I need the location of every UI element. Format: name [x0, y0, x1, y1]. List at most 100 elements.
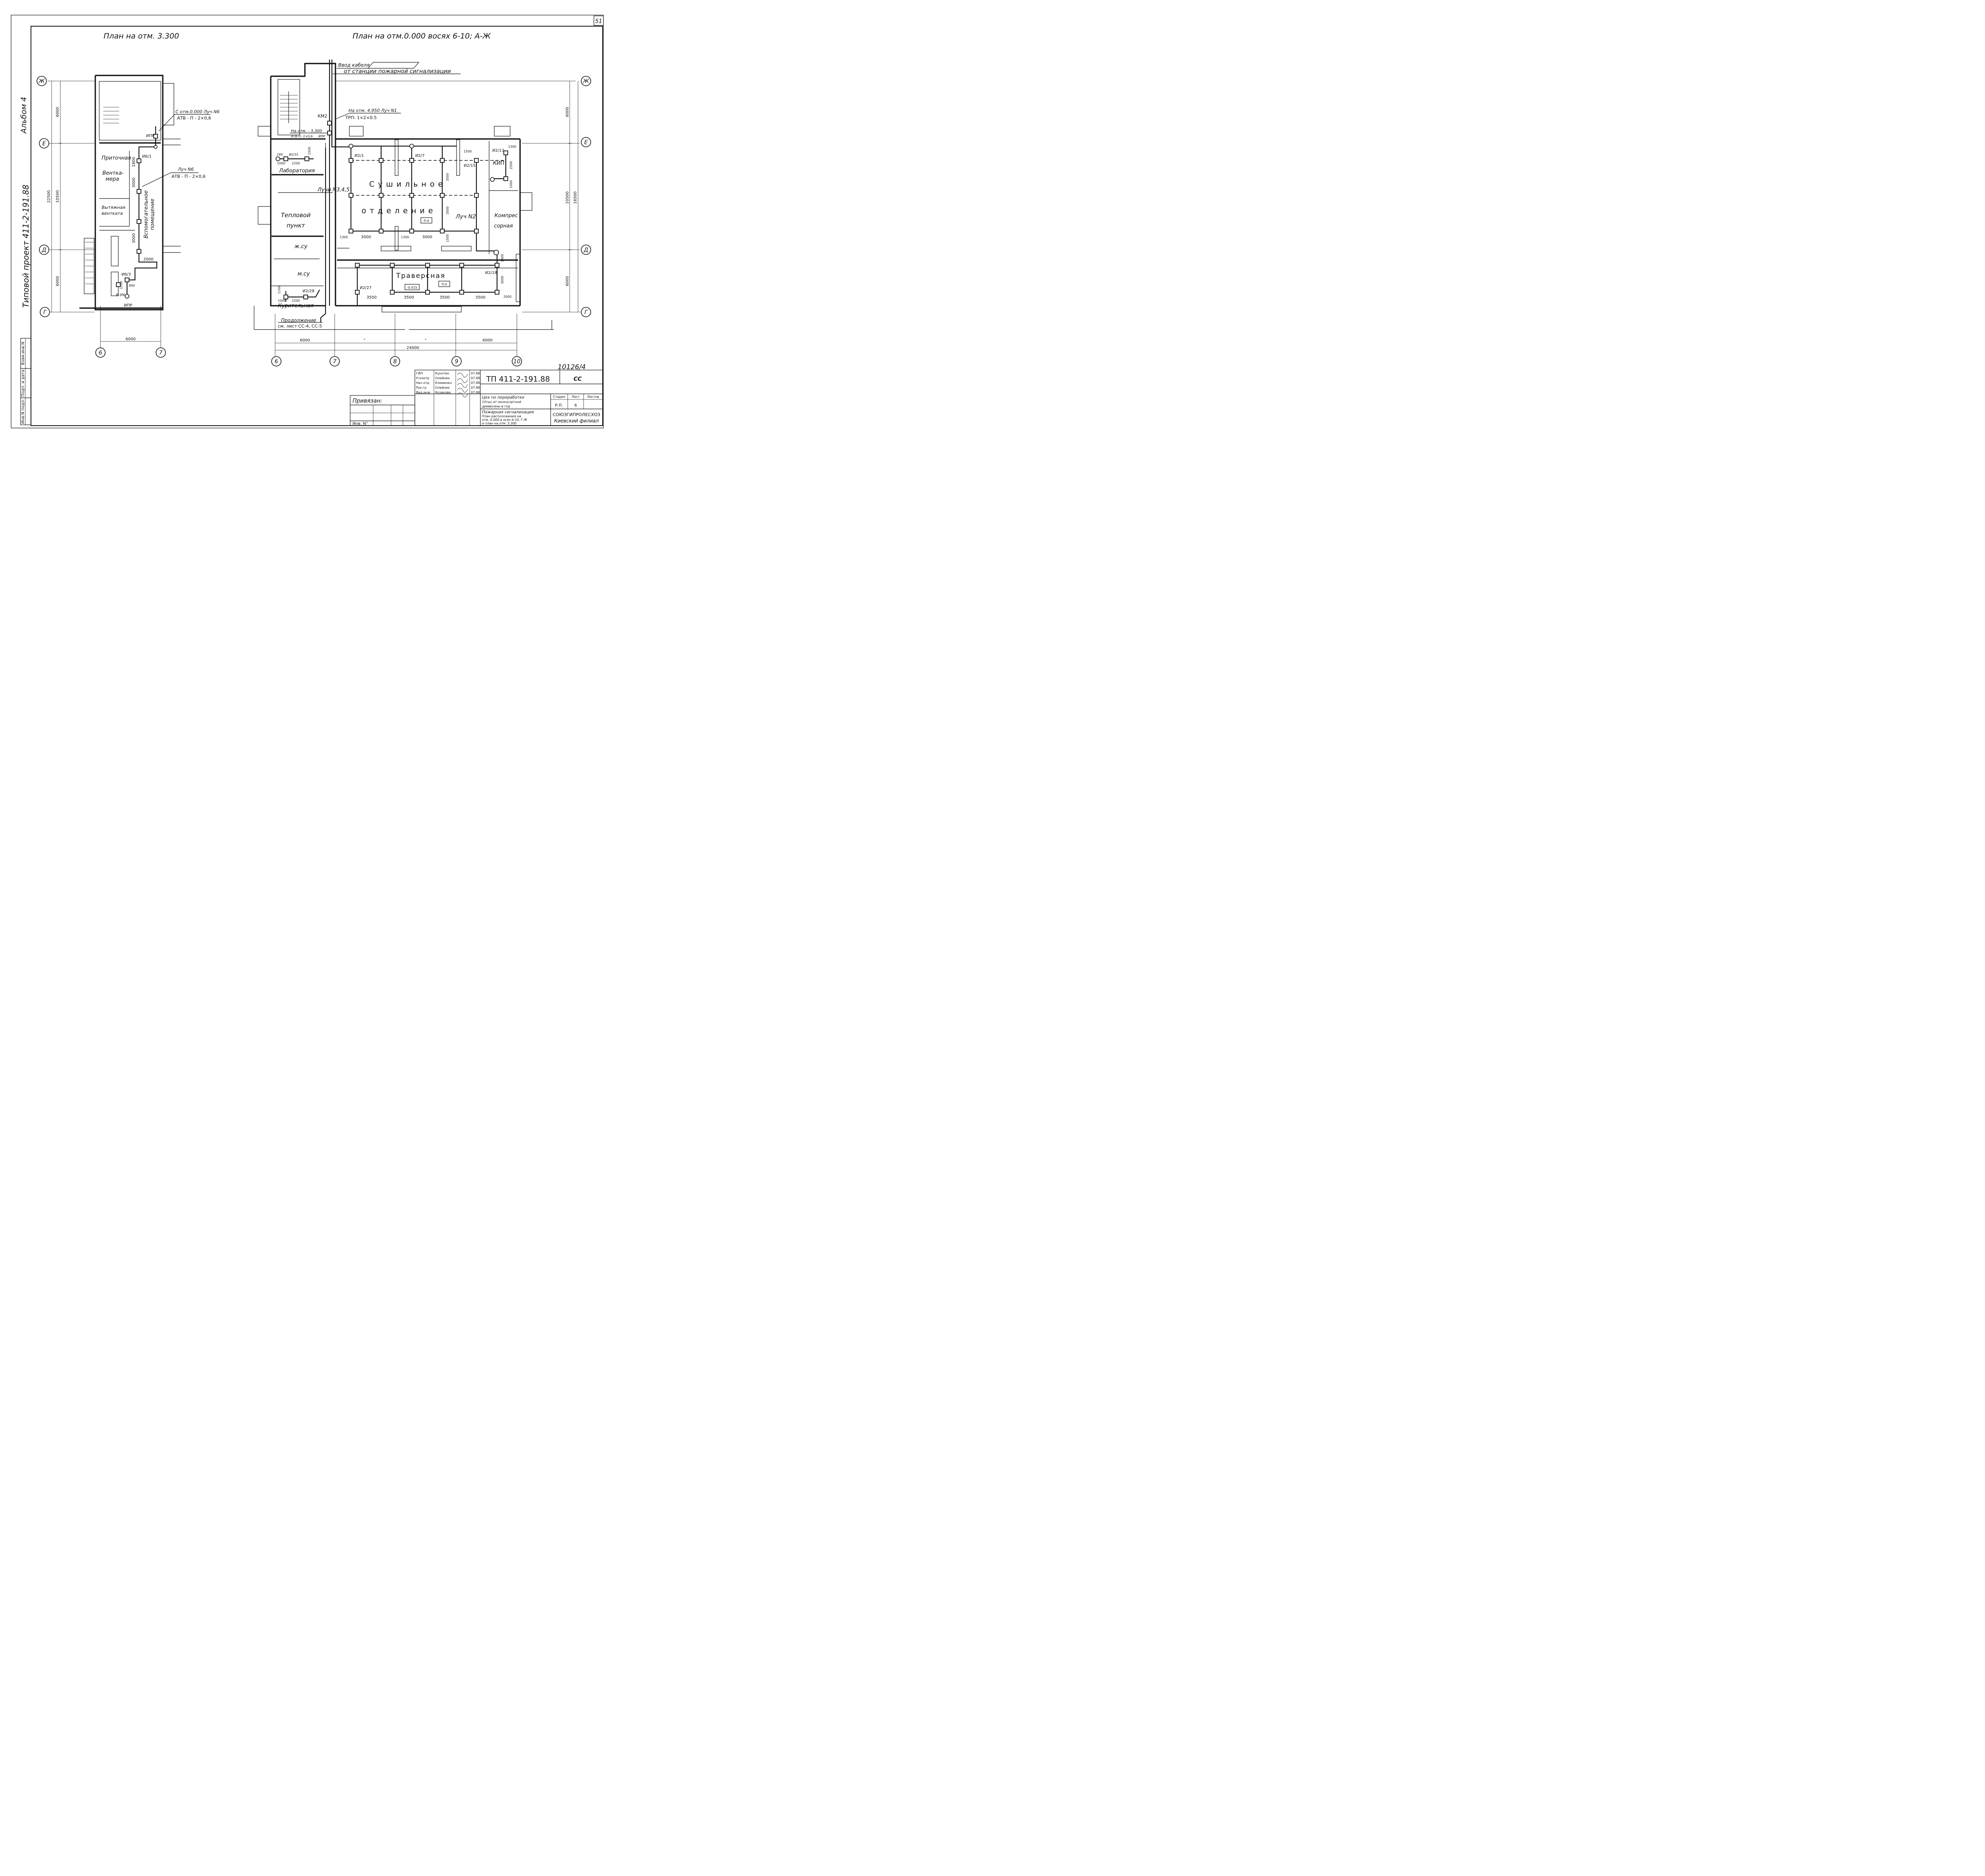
svg-text:7: 7: [333, 359, 337, 365]
detector-d3: [440, 158, 445, 163]
stamp-org-1: СОЮЗГИПРОЛЕСХОЗ: [553, 412, 600, 417]
room-sush-1: Сушильное: [369, 180, 446, 189]
stamp-names: Кукотин Олейник Клименко Олейник Козаков…: [435, 372, 452, 394]
sheet-frame: 51: [11, 15, 604, 428]
left-detector-mid: [137, 189, 141, 194]
stamp-code: ТП 411-2-191.88: [486, 375, 550, 384]
room-pritochnaya: Приточная: [102, 155, 131, 161]
detector-tr3: [425, 263, 430, 268]
svg-text:3000: 3000: [422, 235, 432, 239]
svg-text:С отм.0.000 Луч N6: С отм.0.000 Луч N6: [175, 109, 220, 114]
right-plan-axes: [275, 81, 580, 357]
left-dim-10500: 10500: [56, 190, 60, 203]
detector-r2c: [409, 193, 414, 198]
svg-text:3500: 3500: [366, 295, 376, 300]
left-detector-i6-1: [137, 158, 141, 163]
svg-text:1300: 1300: [401, 235, 409, 239]
detector-tr8: [459, 290, 464, 295]
detector-r3c: [409, 229, 414, 233]
svg-text:1400: 1400: [501, 254, 504, 262]
label-i2-31: И2/31: [289, 153, 299, 156]
left-label-i6-1: И6/1: [142, 154, 152, 159]
tag-p2-trav: П-II: [438, 281, 450, 287]
svg-text:АТВ - П - 2×0,6: АТВ - П - 2×0,6: [177, 116, 211, 121]
svg-text:1000: 1000: [509, 180, 513, 188]
svg-text:АТВ-П- 2×0,6: АТВ-П- 2×0,6: [291, 135, 313, 138]
detector-i2-13: [503, 150, 508, 155]
detector-tr4: [459, 263, 464, 268]
right-stair-hatch: [280, 91, 298, 123]
right-dim-bottom-3: ": [425, 338, 427, 343]
svg-text:3500: 3500: [446, 206, 449, 214]
left-detector-i6-3: [125, 278, 129, 282]
detector-tr2: [390, 263, 395, 268]
detector-km2: [327, 121, 332, 125]
svg-text:1500: 1500: [446, 234, 449, 242]
left-plan-walls: [79, 75, 181, 310]
svg-text:ГИП: ГИП: [416, 372, 423, 375]
svg-text:На отм. 4.950 Луч N1: На отм. 4.950 Луч N1: [349, 108, 397, 113]
label-i2-7: И2/7: [415, 154, 425, 158]
stamp-inv-no: Инв. N°: [353, 422, 368, 426]
svg-text:2200: 2200: [292, 299, 300, 303]
left-detector-d: [137, 249, 141, 254]
label-i2-13: И2/13: [492, 148, 504, 153]
svg-text:ИПР: ИПР: [318, 135, 325, 138]
svg-text:2000: 2000: [503, 295, 511, 299]
svg-text:07.88: 07.88: [471, 381, 480, 385]
svg-text:3000: 3000: [501, 276, 504, 284]
room-m-su: м.су: [298, 271, 310, 277]
left-dim-outer: 22500: [47, 190, 51, 203]
svg-text:АТВ - П - 2×0,6: АТВ - П - 2×0,6: [172, 174, 206, 179]
stamp-sheet-2: План расположения на: [482, 415, 521, 418]
detector-tr6: [390, 290, 395, 295]
right-axis-bubble-10: 10: [512, 356, 522, 366]
detector-i2-15: [474, 158, 479, 163]
room-teplo-2: пункт: [287, 222, 306, 229]
detector-kip-manual: [490, 177, 495, 182]
left-plan-axes: [48, 81, 161, 348]
svg-text:-0.415: -0.415: [407, 286, 417, 289]
label-km2: КМ2: [318, 114, 327, 119]
detector-kip: [503, 176, 508, 181]
stamp-lists-hdr: Листов: [587, 395, 599, 399]
tag-level: -0.415: [405, 284, 420, 290]
svg-text:Е: Е: [584, 139, 588, 146]
svg-text:Г: Г: [584, 309, 588, 316]
stamp-dates: 07.88 07.88 07.88 07.88 07.88: [471, 372, 480, 394]
detector-2uk: [276, 156, 280, 161]
label-i2-1: И2/1: [355, 154, 364, 158]
album-label: Альбом 4: [19, 97, 28, 134]
room-vspom-1: Вспомогательное: [143, 190, 149, 238]
room-ventkamera-2: мера: [106, 176, 119, 182]
detector-tr1: [355, 263, 360, 268]
left-callout-1: С отм.0.000 Луч N6 АТВ - П - 2×0,6: [158, 109, 220, 131]
left-axis-bubble-g: Г: [40, 307, 50, 317]
right-axis-bubble-6: 6: [271, 356, 281, 366]
right-plan-title: План на отм.0.000 восях 6-10; А-Ж: [353, 32, 491, 40]
right-axis-bubble-9: 9: [451, 356, 462, 366]
label-i2-18: И2/18: [485, 271, 497, 275]
right-callout-mid: На отм. - 3.300 АТВ-П- 2×0,6 ИПР: [290, 129, 328, 138]
side-stamp-replace: Взам.инв.N: [21, 342, 25, 365]
detector-manual-d: [493, 250, 499, 255]
label-i2-28: И2/28: [303, 289, 314, 293]
svg-text:Д: Д: [42, 247, 46, 253]
stamp-stage: Р.П.: [555, 403, 563, 408]
detector-r2a: [349, 193, 353, 198]
left-dim-6000-top: 6000: [56, 107, 60, 117]
svg-text:Ж: Ж: [38, 78, 45, 85]
left-detector-lower: [137, 219, 141, 224]
svg-text:Луч N6: Луч N6: [177, 167, 194, 172]
detector-kur1: [283, 295, 288, 299]
detector-ipr-right: [327, 131, 332, 135]
left-dim-1800: 1800: [132, 157, 136, 167]
detector-r2b: [379, 193, 384, 198]
left-axis-bubble-d: Д: [39, 245, 49, 255]
right-axis-bubble-8: 8: [390, 356, 400, 366]
continuation-note: Продолжение см. лист СС-4, СС-5: [278, 318, 322, 329]
detector-d1: [379, 158, 384, 163]
stamp-sheet-1: Пожарная сигнализация: [482, 410, 534, 415]
label-luchi-345: Лучи N3,4,5: [317, 187, 350, 193]
detector-tr7: [425, 290, 430, 295]
